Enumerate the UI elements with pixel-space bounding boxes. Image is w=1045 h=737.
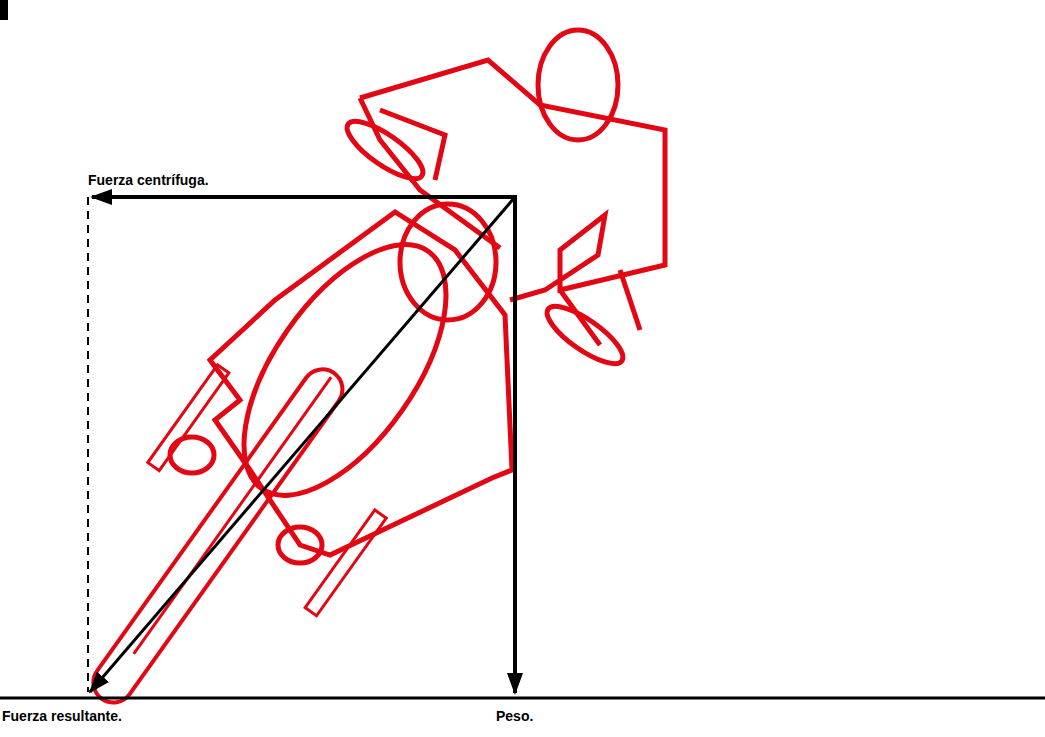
corner-mark xyxy=(0,0,8,20)
force-label: Peso. xyxy=(494,708,535,724)
force-label: Fuerza resultante. xyxy=(0,708,124,724)
force-label: Fuerza centrífuga. xyxy=(86,172,211,188)
rider-figure xyxy=(85,30,665,710)
force-vectors xyxy=(0,195,1045,698)
